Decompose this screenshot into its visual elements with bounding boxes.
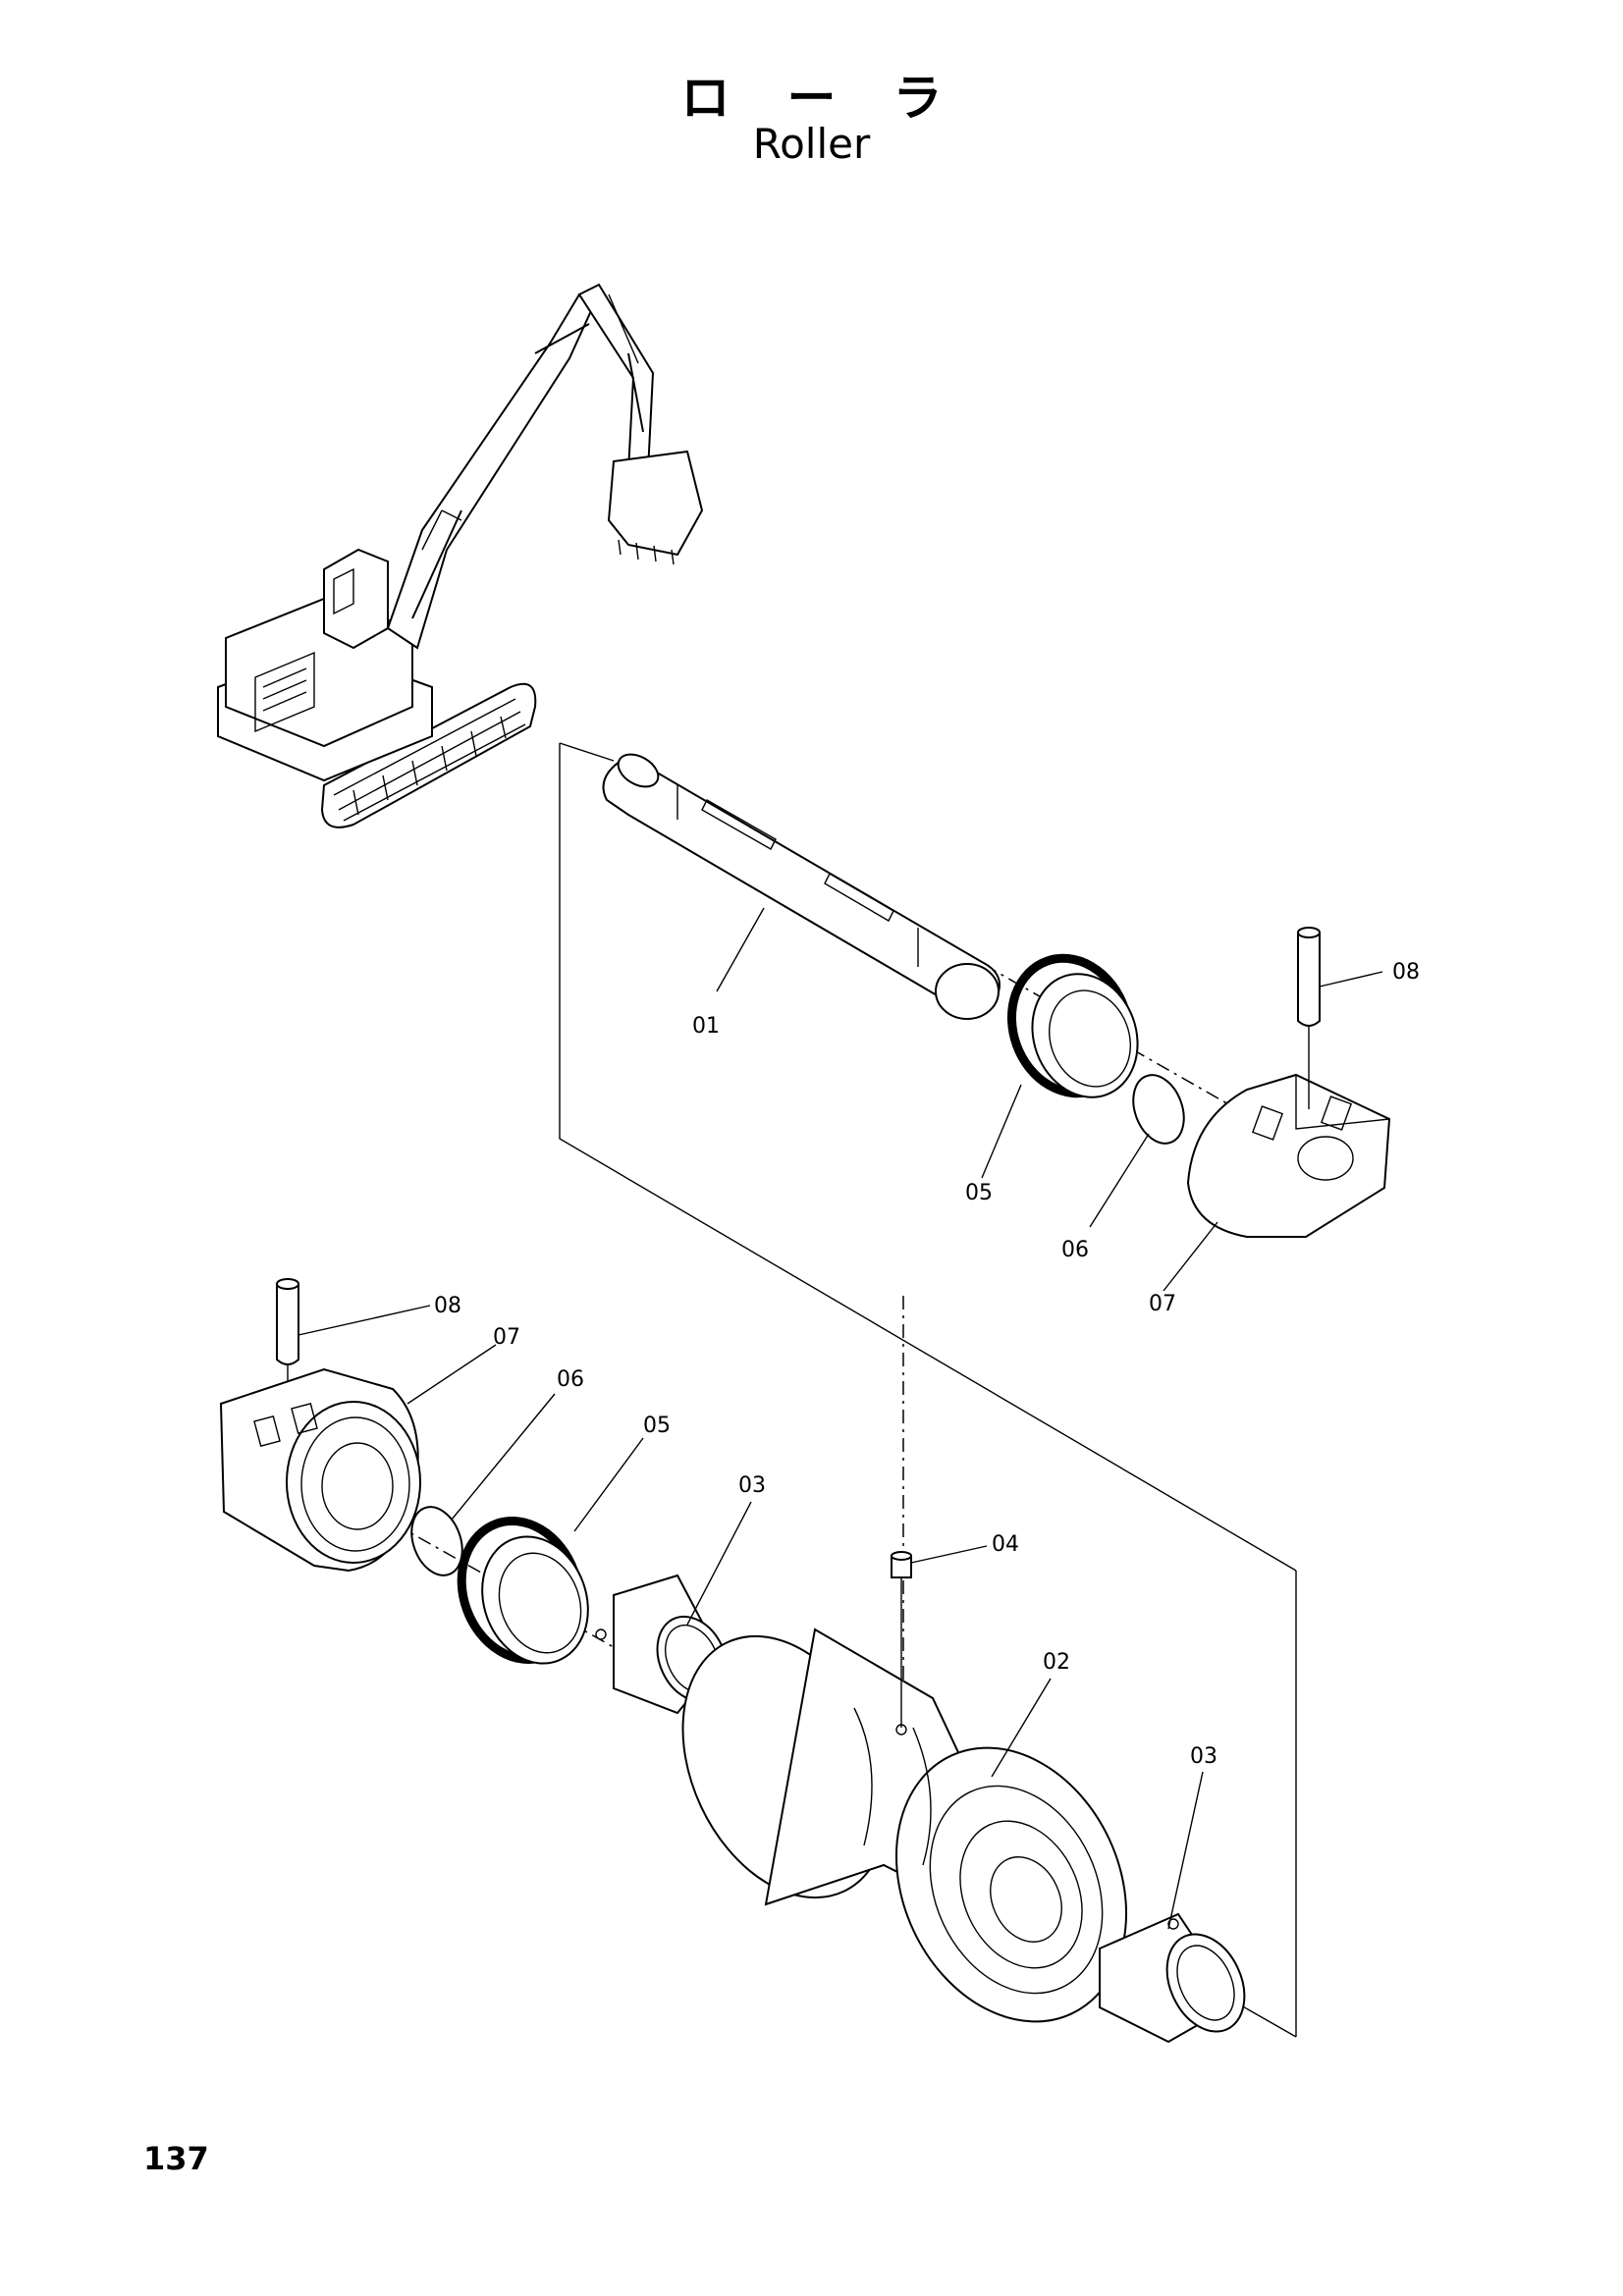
page-title-english: Roller xyxy=(752,120,871,168)
part-07-collar-lower xyxy=(219,1367,421,1573)
part-04-plug xyxy=(891,1551,912,1735)
callout-03-right: 03 xyxy=(1190,1744,1217,1769)
page-number: 137 xyxy=(143,2140,209,2177)
callout-07-upper: 07 xyxy=(1149,1292,1176,1316)
part-08-pin-upper xyxy=(1297,927,1321,1109)
page-title-japanese: ローラ xyxy=(680,70,1000,127)
part-06-o-ring-lower xyxy=(410,1506,463,1576)
part-03-bushing-right xyxy=(1099,1912,1246,2044)
callout-02: 02 xyxy=(1043,1650,1070,1675)
callout-06-upper: 06 xyxy=(1061,1238,1089,1262)
callout-01: 01 xyxy=(692,1014,720,1039)
part-01-shaft xyxy=(602,753,1001,1020)
callout-08-upper: 08 xyxy=(1392,960,1420,985)
excavator-illustration xyxy=(217,283,704,828)
callout-03-left: 03 xyxy=(738,1473,766,1498)
part-07-collar-upper xyxy=(1186,1073,1391,1238)
callout-06-lower: 06 xyxy=(557,1367,584,1392)
callout-07-lower: 07 xyxy=(493,1325,520,1350)
leader-lines xyxy=(298,907,1383,1930)
part-06-o-ring-upper xyxy=(1132,1074,1185,1145)
part-05-floating-seal-lower xyxy=(457,1516,589,1665)
callout-08-lower: 08 xyxy=(434,1294,461,1318)
part-08-pin-lower xyxy=(276,1278,299,1399)
callout-labels: 01 05 06 07 08 08 07 06 05 03 04 02 03 xyxy=(434,960,1420,1769)
part-02-track-roller xyxy=(681,1628,1128,2023)
part-05-floating-seal-upper xyxy=(1006,953,1139,1098)
callout-05-lower: 05 xyxy=(643,1414,671,1438)
callout-05-upper: 05 xyxy=(965,1181,993,1205)
callout-04: 04 xyxy=(992,1532,1019,1557)
